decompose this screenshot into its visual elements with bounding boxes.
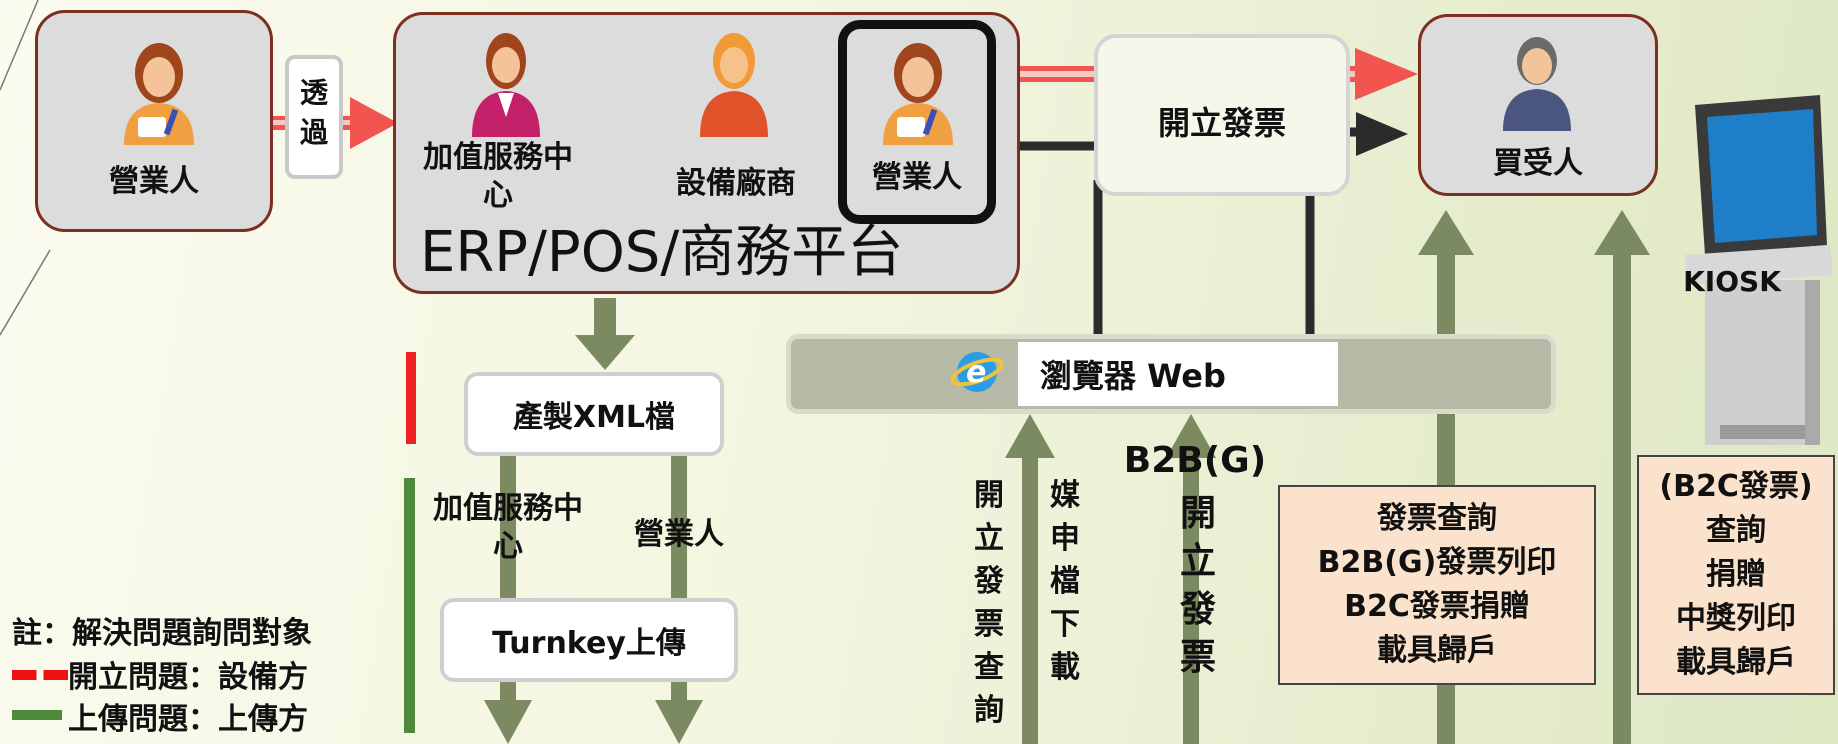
query-line-2: B2B(G)發票列印 [1317,545,1557,580]
red-arrow-head-left [350,97,398,149]
green-arrow-media [1022,455,1038,744]
erp-actor-merchant-label: 營業人 [872,160,962,195]
erp-caption: ERP/POS/商務平台 [420,220,904,285]
browser-label: 瀏覽器 Web [1040,357,1226,395]
xml-label: 產製XML檔 [512,400,676,435]
legend-green-swatch [12,710,62,720]
decorative-lines [0,0,51,336]
internet-explorer-icon: e [950,352,1004,392]
upload-vas-label: 加值服務中心 [433,491,583,564]
kiosk-line-2: 查詢 [1706,513,1766,548]
svg-text:e: e [966,355,986,390]
kiosk-label: KIOSK [1683,265,1781,298]
kiosk-machine-icon [1685,95,1833,445]
erp-actor-vas-label: 加值服務中心 [423,140,573,213]
via-box: 透過 [285,55,343,179]
upload-merchant-label: 營業人 [634,517,724,552]
query-line-3: B2C發票捐贈 [1344,589,1530,624]
red-indicator-3 [406,352,416,444]
issue-invoice-box: 開立發票 [1094,34,1350,196]
kiosk-line-3: 捐贈 [1706,557,1766,592]
via-label: 透過 [299,76,328,149]
erp-platform-box: 加值服務中心 設備廠商 營業人 ERP/POS/商務平台 [393,12,1020,294]
turnkey-label: Turnkey上傳 [492,626,686,661]
kiosk-line-1: (B2C發票) [1659,469,1813,504]
green-arrow-b2b [1183,455,1199,744]
legend-note: 註：解決問題詢問對象 [12,616,312,651]
erp-merchant-highlight: 營業人 [838,20,996,224]
erp-actor-vendor-label: 設備廠商 [676,166,796,201]
query-line-4: 載具歸戶 [1377,633,1497,668]
legend-red-swatch [12,670,68,680]
xml-box: 產製XML檔 [464,372,724,456]
buyer-label: 買受人 [1493,146,1583,181]
kiosk-line-5: 載具歸戶 [1676,645,1796,680]
issue-invoice-label: 開立發票 [1157,104,1286,142]
vas-center-person-icon [472,33,540,137]
vertical-issue-query: 開立發票查詢 [974,478,1004,728]
red-arrow-head-top [1355,48,1418,100]
buyer-box: 買受人 [1418,14,1658,196]
equipment-vendor-person-icon [700,33,768,137]
kiosk-functions-box: (B2C發票) 查詢 捐贈 中獎列印 載具歸戶 [1637,455,1835,695]
browser-label-box: 瀏覽器 Web [1018,342,1338,406]
legend-red-item: 開立問題：設備方 [68,660,308,695]
actor-merchant-left-box: 營業人 [35,10,273,232]
b2b-title: B2B(G) [1123,440,1267,481]
merchant-person-icon [124,43,194,145]
invoice-query-box: 發票查詢 B2B(G)發票列印 B2C發票捐贈 載具歸戶 [1278,485,1596,685]
green-arrow-erp-xml [594,298,616,338]
erp-merchant-person-icon [883,43,953,145]
green-arrow-kiosk [1613,250,1631,744]
legend-green-item: 上傳問題：上傳方 [68,702,308,737]
vertical-media-download: 媒申檔下載 [1050,478,1080,685]
actor-merchant-left-label: 營業人 [109,164,199,199]
turnkey-box: Turnkey上傳 [440,598,738,682]
dark-arrow-head [1356,112,1408,156]
buyer-person-icon [1503,37,1571,131]
kiosk-line-4: 中獎列印 [1676,601,1796,636]
vertical-b2b-issue: 開立發票 [1179,493,1216,678]
green-indicator [404,478,415,733]
query-line-1: 發票查詢 [1377,501,1497,536]
